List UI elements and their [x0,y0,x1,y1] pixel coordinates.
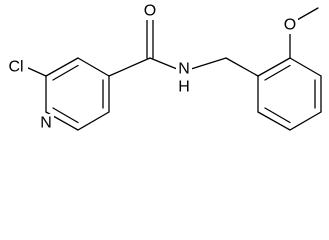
oxygen-methyl-bond [296,7,319,21]
ring-nitrogen-atom: N [39,114,54,132]
ring-carbonyl-bond [108,57,151,77]
amide-nitrogen-atom: N [176,61,192,78]
pyridine-ring [45,57,110,131]
carbonyl-double-bond [146,16,154,59]
ring-nitrogen-label: N [40,115,52,132]
amide-nitrogen-label: N [178,61,190,78]
carbonyl-oxygen-label: O [144,3,156,20]
nitrogen-methylene-bond [190,57,227,70]
chemical-structure-drawing: Cl N O N H O [4,2,322,132]
chlorine-atom: Cl [4,58,28,76]
chlorine-label: Cl [8,59,23,76]
carbonyl-nitrogen-bond [149,57,178,70]
amide-hydrogen-atom: H [176,79,192,96]
amide-hydrogen-label: H [178,79,190,96]
methoxy-oxygen-label: O [284,17,296,34]
carbonyl-oxygen-atom: O [142,3,158,20]
carbon-chlorine-bond [25,66,47,77]
methylene-benzene-bond [225,57,259,77]
methoxy-oxygen-atom: O [282,17,298,34]
benzene-ring [257,57,322,131]
